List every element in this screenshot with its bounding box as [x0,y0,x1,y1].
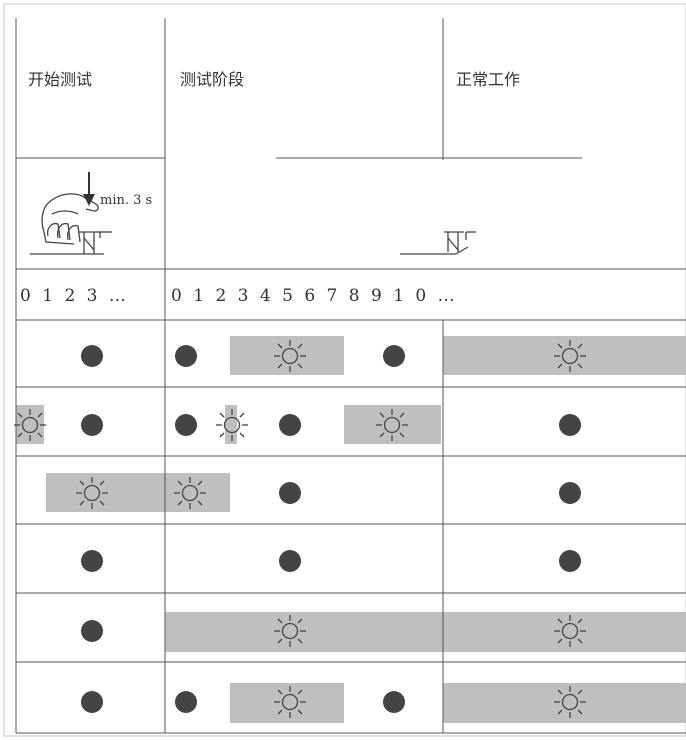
led-off-dot [81,550,103,572]
counter-test: 0 1 2 3 4 5 6 7 8 9 1 0 … [171,286,455,306]
led-off-dot [279,482,301,504]
led-off-dot [559,550,581,572]
switch-release-icon [400,231,476,255]
led-off-dot [175,414,197,436]
header-start-test: 开始测试 [28,70,93,89]
press-arrow-icon [83,172,95,206]
led-off-dot [175,691,197,713]
led-off-dot [81,620,103,642]
indicator-symbols [13,339,587,719]
led-off-dot [279,550,301,572]
led-off-dot [559,482,581,504]
header-test-phase: 测试阶段 [180,70,245,89]
hand-press-icon [30,193,112,255]
led-off-dot [175,345,197,367]
counter-start: 0 1 2 3 … [20,286,126,306]
header-normal-operation: 正常工作 [456,70,521,89]
led-off-dot [559,414,581,436]
grid-lines [15,18,686,734]
led-off-dot [81,345,103,367]
led-off-dot [81,691,103,713]
band-r5-test [165,612,443,652]
led-off-dot [81,414,103,436]
band-r1-test [230,336,344,375]
press-duration-label: min. 3 s [100,193,153,208]
led-off-dot [383,691,405,713]
band-r2-test-a [225,405,237,444]
band-r5-normal [443,612,686,652]
led-off-dot [383,345,405,367]
band-r6-test [230,683,344,723]
lit-bands [16,336,686,723]
band-r1-normal [443,336,686,375]
led-off-dot [279,414,301,436]
band-r6-normal [443,683,686,723]
page-frame [3,3,686,737]
